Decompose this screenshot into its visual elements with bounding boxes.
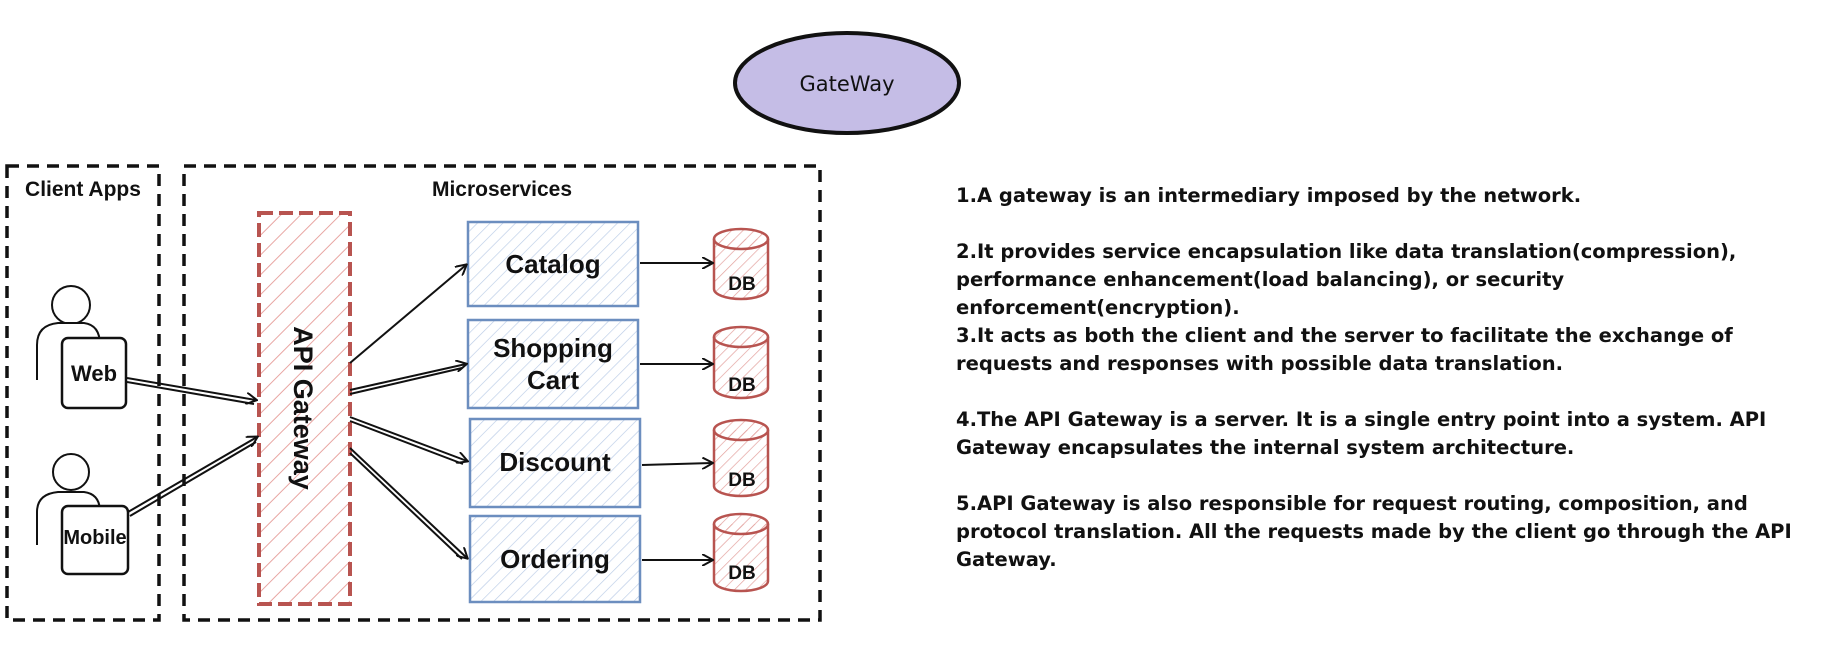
note-item: 3.It acts as both the client and the ser… bbox=[956, 324, 1733, 375]
database-catalog: DB bbox=[712, 227, 770, 301]
client-apps-label: Client Apps bbox=[25, 178, 141, 201]
arrow-web-to-gateway bbox=[126, 377, 256, 400]
notes-panel: 1.A gateway is an intermediary imposed b… bbox=[956, 182, 1816, 602]
mobile-client-label: Mobile bbox=[63, 527, 126, 549]
database-icon bbox=[712, 430, 770, 498]
gateway-ellipse bbox=[733, 31, 961, 135]
service-box bbox=[468, 514, 642, 604]
mobile-client-box bbox=[60, 504, 130, 576]
note-item: 1.A gateway is an intermediary imposed b… bbox=[956, 184, 1582, 207]
arrow-gateway-to-discount bbox=[349, 416, 467, 461]
service-label: Discount bbox=[499, 447, 611, 477]
service-label-line: Cart bbox=[527, 365, 579, 395]
web-client: Web bbox=[36, 285, 128, 410]
note-item: 5.API Gateway is also responsible for re… bbox=[956, 492, 1792, 571]
client-apps-group: Client Apps Web Mobile bbox=[5, 164, 161, 622]
web-client-box bbox=[60, 336, 128, 410]
service-box bbox=[466, 220, 640, 308]
api-gateway: API Gateway bbox=[257, 211, 352, 606]
service-shopping-cart: Shopping Cart bbox=[466, 318, 640, 410]
arrow-gateway-to-cart-sketch bbox=[349, 367, 463, 395]
arrow-gateway-to-catalog bbox=[349, 265, 466, 364]
arrow-web-to-gateway-sketch bbox=[126, 381, 255, 405]
microservices-label: Microservices bbox=[432, 178, 572, 201]
arrow-mobile-to-gateway-sketch bbox=[129, 441, 257, 517]
gateway-title: GateWay bbox=[799, 72, 894, 96]
service-ordering: Ordering bbox=[468, 514, 642, 604]
service-label: Catalog bbox=[505, 249, 600, 279]
service-label-line: Shopping bbox=[493, 333, 613, 363]
database-label: DB bbox=[728, 470, 755, 491]
database-icon bbox=[712, 337, 770, 400]
microservices-group: Microservices API Gateway Catalog Shoppi… bbox=[182, 164, 822, 622]
database-discount: DB bbox=[712, 418, 770, 498]
database-label: DB bbox=[728, 563, 755, 584]
arrow-gateway-to-ordering-sketch bbox=[349, 452, 463, 560]
database-label: DB bbox=[728, 274, 755, 295]
client-apps-container bbox=[5, 164, 161, 622]
database-shopping-cart: DB bbox=[712, 325, 770, 400]
database-label: DB bbox=[728, 375, 755, 396]
service-box bbox=[468, 417, 642, 509]
mobile-client: Mobile bbox=[36, 453, 130, 576]
api-gateway-box bbox=[257, 211, 352, 606]
service-discount: Discount bbox=[468, 417, 642, 509]
service-catalog: Catalog bbox=[466, 220, 640, 308]
api-gateway-label: API Gateway bbox=[288, 326, 318, 490]
arrow-mobile-to-gateway bbox=[127, 437, 257, 513]
arrow-discount-to-db bbox=[641, 463, 712, 465]
arrow-gateway-to-cart bbox=[349, 364, 466, 391]
database-icon bbox=[712, 239, 770, 301]
arrow-gateway-to-ordering bbox=[349, 447, 467, 558]
database-ordering: DB bbox=[712, 512, 770, 593]
service-label: Ordering bbox=[500, 544, 610, 574]
note-item: 4.The API Gateway is a server. It is a s… bbox=[956, 408, 1767, 459]
connectors bbox=[126, 263, 712, 560]
gateway-title-node: GateWay bbox=[733, 31, 961, 135]
arrow-gateway-to-discount-sketch bbox=[349, 420, 464, 465]
database-icon bbox=[712, 524, 770, 593]
web-client-label: Web bbox=[71, 361, 117, 386]
note-item: 2.It provides service encapsulation like… bbox=[956, 240, 1737, 319]
microservices-container bbox=[182, 164, 822, 622]
